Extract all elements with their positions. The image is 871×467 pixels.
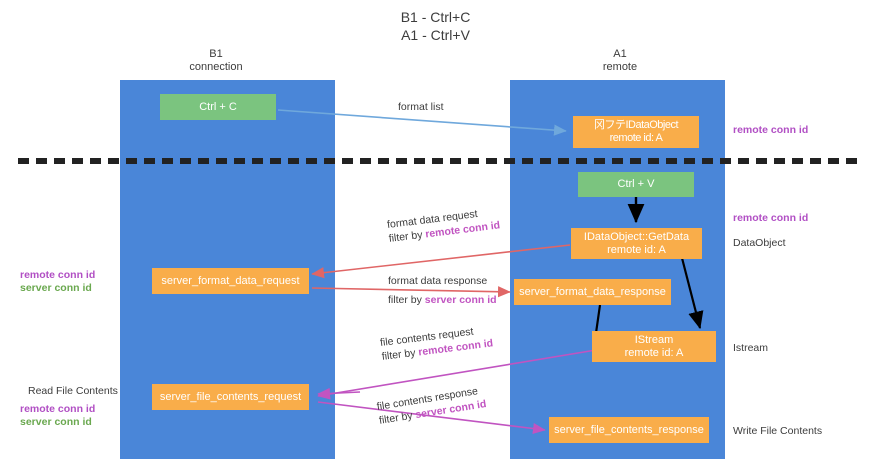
lane-header-b1-name: B1 — [209, 48, 223, 60]
node-istream-line1: IStream — [634, 333, 674, 346]
left-label-server-conn-id-b: server conn id — [20, 416, 92, 428]
node-istream-line2: remote id: A — [624, 346, 684, 359]
node-server-file-contents-request[interactable]: server_file_contents_request — [152, 384, 309, 410]
edge-label-format-data-response: format data response filter by server co… — [388, 274, 497, 307]
lane-header-a1-role: remote — [602, 61, 638, 73]
left-label-read-file-contents: Read File Contents — [28, 385, 118, 397]
filter-prefix: filter by — [388, 228, 427, 245]
node-getdata-line2: remote id: A — [607, 243, 666, 256]
node-server-file-contents-response[interactable]: server_file_contents_response — [549, 417, 709, 443]
edge-label-file-contents-request: file contents request filter by remote c… — [379, 322, 494, 363]
node-istream[interactable]: IStream remote id: A — [592, 331, 716, 362]
right-label-istream: Istream — [733, 342, 769, 354]
lane-header-a1-name: A1 — [613, 48, 627, 60]
left-label-remote-conn-id-a: remote conn id — [20, 269, 96, 281]
filter-prefix: filter by — [388, 294, 425, 306]
node-getdata[interactable]: IDataObject::GetData remote id: A — [571, 228, 702, 259]
title-line-1: B1 - Ctrl+C — [400, 9, 471, 25]
edge-label-format-data-request: format data request filter by remote con… — [386, 204, 501, 245]
edge-label-format-data-response-line2: filter by server conn id — [388, 293, 497, 307]
filter-key-server-conn-id: server conn id — [424, 294, 497, 306]
node-server-format-data-response-label: server_format_data_response — [519, 285, 666, 298]
node-idataobject-line2: remote id: A — [609, 132, 663, 144]
node-getdata-line1: IDataObject::GetData — [583, 230, 690, 243]
left-label-remote-conn-id-b: remote conn id — [20, 403, 96, 415]
node-idataobject[interactable]: 冈フテIDataObject remote id: A — [573, 116, 699, 148]
left-label-server-conn-id-a: server conn id — [20, 282, 92, 294]
right-label-remote-conn-id-top: remote conn id — [733, 124, 809, 136]
node-ctrl-c[interactable]: Ctrl + C — [160, 94, 276, 120]
edge-label-file-contents-response: file contents response filter by server … — [376, 383, 488, 428]
right-label-remote-conn-id-mid: remote conn id — [733, 212, 809, 224]
lane-header-b1-role: connection — [189, 61, 243, 73]
title-line-2: A1 - Ctrl+V — [401, 27, 470, 43]
node-server-format-data-request-label: server_format_data_request — [161, 274, 300, 287]
filter-prefix: filter by — [381, 346, 420, 363]
right-label-data-object: DataObject — [733, 237, 786, 249]
node-ctrl-v-line1: Ctrl + V — [617, 178, 655, 190]
node-idataobject-line1: 冈フテIDataObject — [593, 119, 679, 131]
lane-header-a1: A1 remote — [556, 48, 684, 74]
node-ctrl-c-line1: Ctrl + C — [199, 100, 237, 113]
node-server-file-contents-request-label: server_file_contents_request — [159, 390, 302, 403]
edge-label-format-list: format list — [398, 101, 444, 113]
node-server-file-contents-response-label: server_file_contents_response — [554, 423, 704, 436]
node-server-format-data-request[interactable]: server_format_data_request — [152, 268, 309, 294]
lane-header-b1: B1 connection — [152, 48, 280, 74]
edge-label-format-data-response-line1: format data response — [388, 275, 488, 287]
node-ctrl-v[interactable]: Ctrl + V — [578, 172, 694, 197]
node-server-format-data-response[interactable]: server_format_data_response — [514, 279, 671, 305]
right-label-write-file-contents: Write File Contents — [733, 425, 823, 437]
page-title: B1 - Ctrl+C A1 - Ctrl+V — [0, 8, 871, 44]
